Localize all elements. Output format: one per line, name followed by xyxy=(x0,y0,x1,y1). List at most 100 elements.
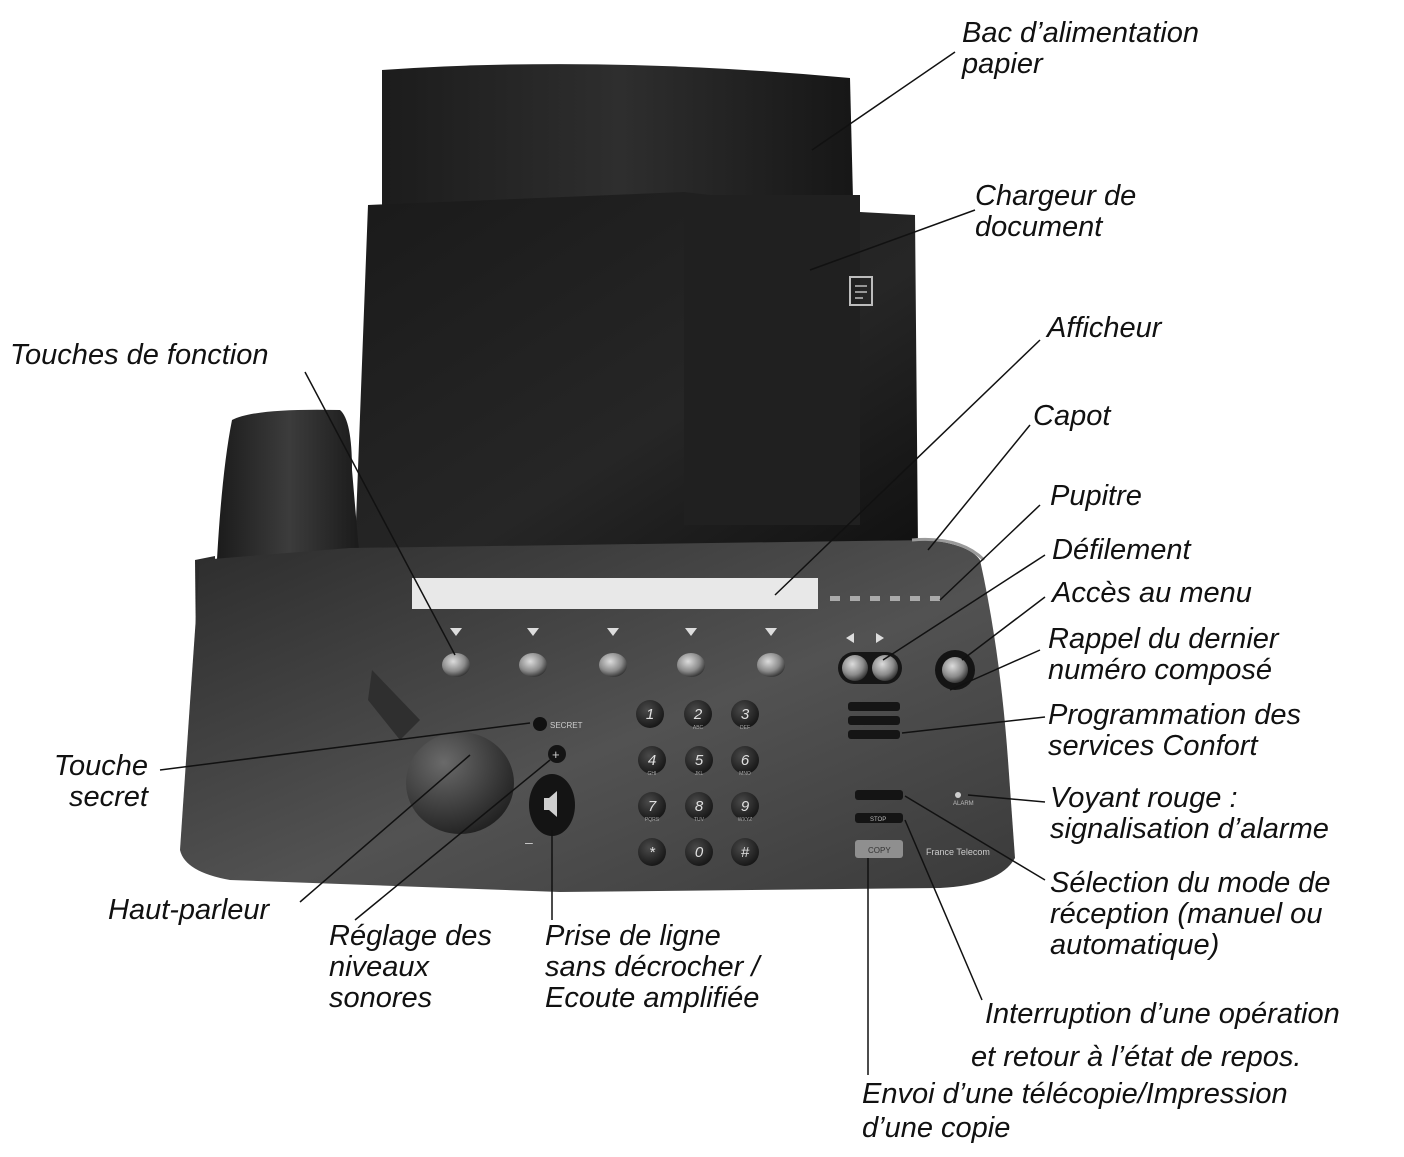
keypad-letters: WXYZ xyxy=(738,817,752,823)
services-key[interactable] xyxy=(848,730,900,739)
label-line: Touche xyxy=(53,750,148,782)
label-line: signalisation d’alarme xyxy=(1050,813,1329,845)
leader-line xyxy=(967,794,1046,803)
label-line: niveaux xyxy=(329,951,429,983)
keypad-key[interactable] xyxy=(638,838,666,866)
label-interruption: Interruption d’une opération et retour à… xyxy=(971,993,1340,1079)
label-line: Rappel du dernier xyxy=(1048,623,1279,655)
keypad-digit: 4 xyxy=(648,752,656,769)
function-key[interactable] xyxy=(677,653,705,677)
document-guide xyxy=(684,195,860,525)
label-menu: Accès au menu xyxy=(1052,578,1252,609)
label-volume: Réglage des niveaux sonores xyxy=(329,921,492,1014)
label-line: services Confort xyxy=(1048,730,1258,762)
label-line: Réglage des xyxy=(329,920,492,952)
keypad-digit: 2 xyxy=(693,706,703,723)
leader-line xyxy=(961,596,1046,661)
label-line: Ecoute amplifiée xyxy=(545,982,760,1014)
leader-line xyxy=(811,51,956,151)
scroll-left-key[interactable] xyxy=(842,655,868,681)
label-function-keys: Touches de fonction xyxy=(10,340,269,371)
label-document-loader: Chargeur de document xyxy=(975,181,1136,243)
keypad-digit: 7 xyxy=(648,798,657,815)
label-line: d’une copie xyxy=(862,1112,1011,1144)
label-scroll: Défilement xyxy=(1052,535,1191,566)
keypad-key[interactable] xyxy=(684,700,712,728)
keypad-key[interactable] xyxy=(685,746,713,774)
keypad-key[interactable] xyxy=(731,746,759,774)
function-key[interactable] xyxy=(519,653,547,677)
label-line: Envoi d’une télécopie/Impression xyxy=(862,1078,1288,1110)
leader-line xyxy=(939,504,1041,601)
label-reception-mode: Sélection du mode de réception (manuel o… xyxy=(1050,868,1331,961)
label-line: Programmation des xyxy=(1048,699,1302,731)
redial-key-2[interactable] xyxy=(848,716,900,725)
label-display: Afficheur xyxy=(1047,313,1161,344)
document-icon xyxy=(849,276,873,306)
label-line: Chargeur de xyxy=(975,180,1137,212)
speaker-wedge xyxy=(368,670,420,740)
volume-key[interactable] xyxy=(548,745,566,763)
label-line: Sélection du mode de xyxy=(1050,867,1331,899)
leader-line xyxy=(882,554,1046,661)
leader-line xyxy=(904,795,1046,881)
leader-line xyxy=(774,339,1041,596)
leader-line xyxy=(904,819,983,1001)
copy-key[interactable] xyxy=(855,840,903,858)
keypad-letters: ABC xyxy=(693,725,704,731)
label-line: Défilement xyxy=(1052,534,1191,566)
brand-label: France Telecom xyxy=(926,847,990,857)
plus-icon: + xyxy=(552,747,560,762)
stop-key[interactable] xyxy=(855,813,903,823)
leader-line xyxy=(304,371,456,656)
label-speaker: Haut-parleur xyxy=(108,895,269,926)
keypad-key[interactable] xyxy=(636,700,664,728)
keypad-key[interactable] xyxy=(685,838,713,866)
keypad-key[interactable] xyxy=(731,792,759,820)
leader-line xyxy=(299,754,471,903)
arrow-icon xyxy=(527,628,539,636)
arrow-icon xyxy=(607,628,619,636)
left-arrow-icon xyxy=(846,633,854,643)
leader-line xyxy=(354,759,551,921)
label-line: réception (manuel ou xyxy=(1050,898,1323,930)
label-line: sans décrocher / xyxy=(545,951,760,983)
keypad-key[interactable] xyxy=(638,792,666,820)
keypad-key[interactable] xyxy=(731,838,759,866)
mute-key-label: SECRET xyxy=(550,721,583,730)
label-handsfree: Prise de ligne sans décrocher / Ecoute a… xyxy=(545,921,759,1014)
keypad-letters: GHI xyxy=(648,771,657,777)
label-line: document xyxy=(975,211,1103,243)
label-desk: Pupitre xyxy=(1050,481,1142,512)
mute-key[interactable] xyxy=(533,717,547,731)
function-key[interactable] xyxy=(599,653,627,677)
menu-key[interactable] xyxy=(942,657,968,683)
label-line: numéro composé xyxy=(1048,654,1273,686)
keypad-letters: DEF xyxy=(740,725,750,731)
label-paper-tray: Bac d’alimentation papier xyxy=(962,18,1199,80)
label-line: Accès au menu xyxy=(1052,577,1252,609)
label-redial: Rappel du dernier numéro composé xyxy=(1048,624,1279,686)
keypad: 1 2 3 4 5 6 7 8 9 * 0 # ABC DEF GHI JKL … xyxy=(636,700,759,866)
arrow-icon xyxy=(450,628,462,636)
keypad-key[interactable] xyxy=(685,792,713,820)
reception-mode-key[interactable] xyxy=(855,790,903,800)
keypad-letters: TUV xyxy=(694,817,705,823)
alarm-led xyxy=(955,792,961,798)
scroll-right-key[interactable] xyxy=(872,655,898,681)
keypad-key[interactable] xyxy=(638,746,666,774)
leader-line xyxy=(159,722,531,771)
function-key[interactable] xyxy=(757,653,785,677)
base xyxy=(180,540,1015,892)
redial-key[interactable] xyxy=(848,702,900,711)
right-arrow-icon xyxy=(876,633,884,643)
label-line: secret xyxy=(69,781,148,813)
label-cover: Capot xyxy=(1033,401,1110,432)
function-key[interactable] xyxy=(442,653,470,677)
scroll-keys xyxy=(838,633,902,684)
leader-lines xyxy=(159,51,1046,1075)
keypad-key[interactable] xyxy=(731,700,759,728)
leader-line xyxy=(927,424,1031,551)
label-line: Haut-parleur xyxy=(108,894,270,926)
